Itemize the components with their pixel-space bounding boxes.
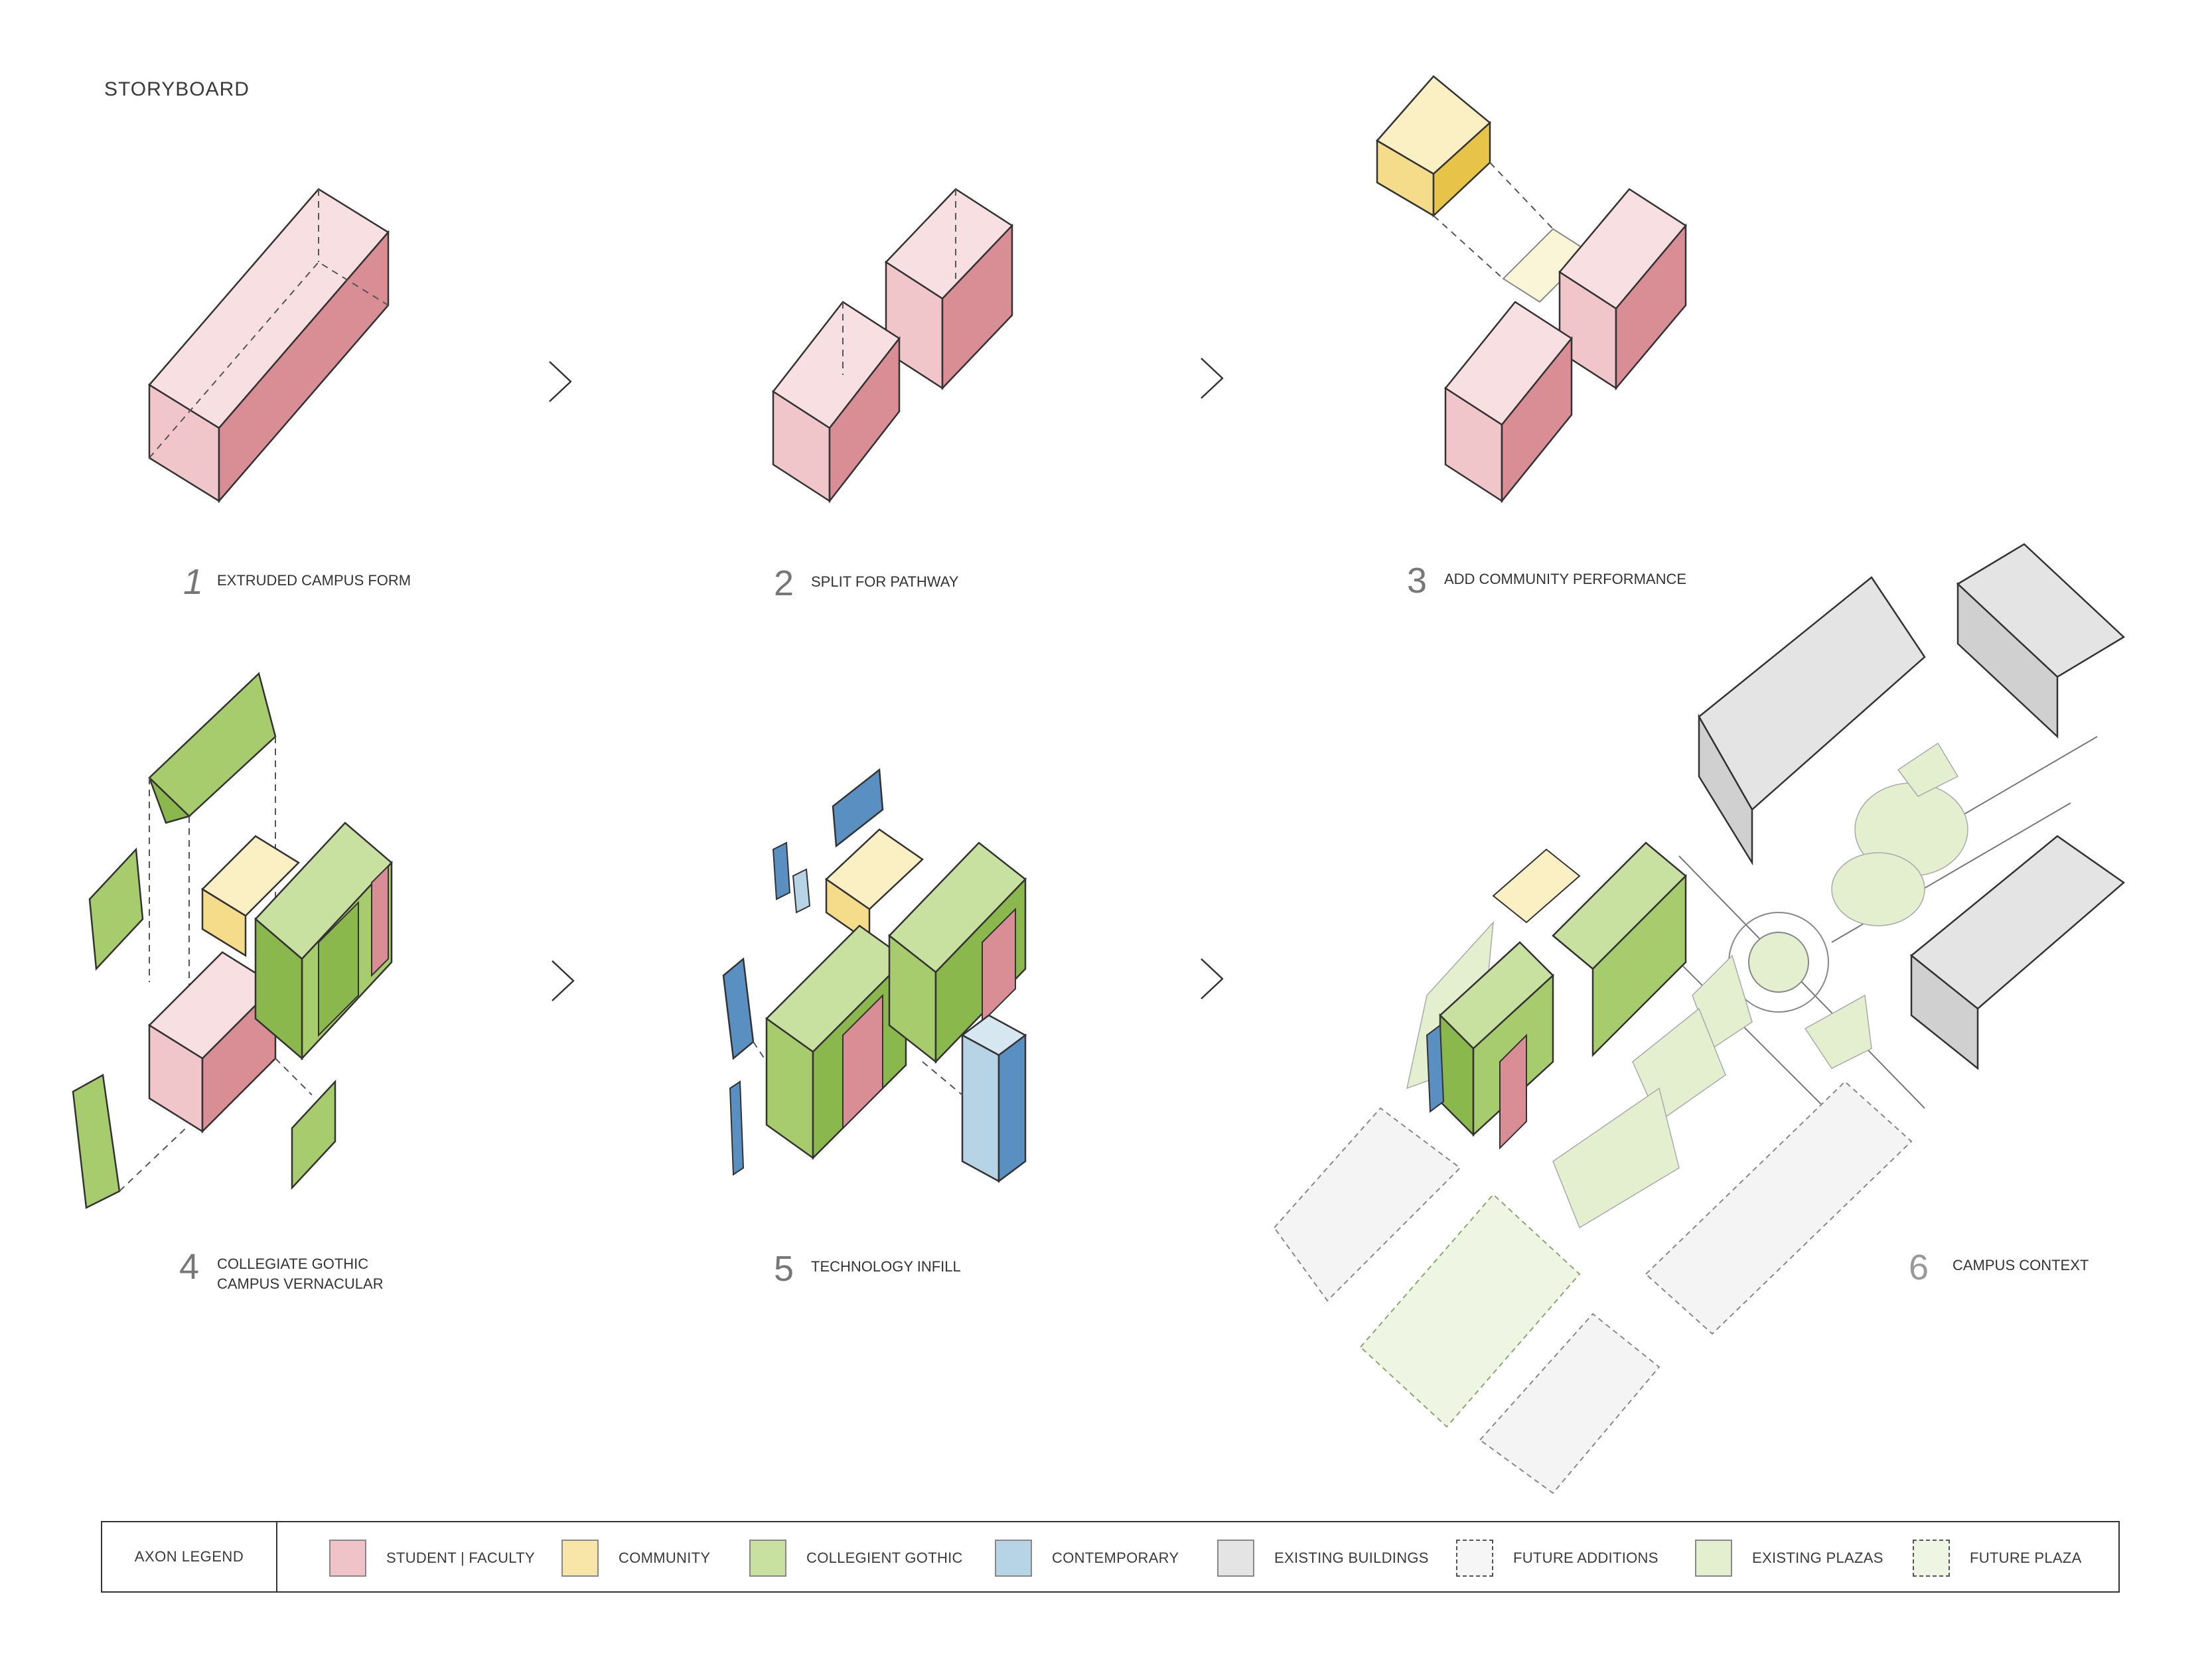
legend-label: COLLEGIENT GOTHIC [806, 1550, 963, 1566]
page-title: STORYBOARD [104, 78, 250, 100]
collegiate-gothic-axon [72, 672, 393, 1209]
legend-item-existing-plazas: EXISTING PLAZAS [1695, 1540, 1883, 1577]
step-1-label: EXTRUDED CAMPUS FORM [217, 572, 411, 589]
legend-item-existing-buildings: EXISTING BUILDINGS [1217, 1540, 1429, 1577]
swatch-dashed-grey-icon [1456, 1540, 1493, 1577]
legend-item-student-faculty: STUDENT | FACULTY [329, 1540, 535, 1577]
legend-item-gothic: COLLEGIENT GOTHIC [749, 1540, 963, 1577]
step-4-label-line2: CAMPUS VERNACULAR [217, 1275, 384, 1292]
step-4-number: 4 [179, 1247, 199, 1287]
swatch-yellow-icon [561, 1540, 599, 1577]
step-6-number: 6 [1909, 1248, 1929, 1287]
swatch-light-green-icon [1695, 1540, 1732, 1577]
swatch-grey-icon [1217, 1540, 1254, 1577]
legend-title: AXON LEGEND [102, 1522, 277, 1591]
legend-label: CONTEMPORARY [1052, 1550, 1179, 1566]
step-5-label: TECHNOLOGY INFILL [811, 1258, 961, 1275]
campus-context-axon [1273, 543, 2126, 1494]
step-4-label: COLLEGIATE GOTHIC [217, 1256, 368, 1272]
swatch-green-icon [749, 1540, 786, 1577]
arrow-4 [552, 960, 575, 1001]
step-5-number: 5 [774, 1249, 794, 1289]
step-3-number: 3 [1407, 561, 1427, 601]
legend-item-contemporary: CONTEMPORARY [995, 1540, 1179, 1577]
swatch-dashed-green-icon [1913, 1540, 1950, 1577]
arrow-2 [1201, 358, 1224, 399]
community-performance-axon [1376, 75, 1687, 504]
step-1-number: 1 [183, 562, 203, 602]
extruded-campus-form-axon [148, 188, 390, 504]
legend-item-community: COMMUNITY [561, 1540, 711, 1577]
legend-label: COMMUNITY [619, 1550, 711, 1566]
legend-item-future-additions: FUTURE ADDITIONS [1456, 1540, 1659, 1577]
legend-item-future-plaza: FUTURE PLAZA [1913, 1540, 2082, 1577]
step-labels: 1 EXTRUDED CAMPUS FORM 2 SPLIT FOR PATHW… [179, 561, 2089, 1292]
swatch-pink-icon [329, 1540, 366, 1577]
technology-infill-axon [722, 768, 1027, 1183]
step-6-label: CAMPUS CONTEXT [1953, 1257, 2089, 1273]
legend-label: EXISTING BUILDINGS [1274, 1550, 1429, 1566]
legend-label: EXISTING PLAZAS [1752, 1550, 1883, 1566]
step-2-label: SPLIT FOR PATHWAY [811, 573, 959, 590]
axon-legend: AXON LEGEND STUDENT | FACULTY COMMUNITY … [101, 1521, 2120, 1593]
swatch-blue-icon [995, 1540, 1032, 1577]
legend-label: FUTURE PLAZA [1970, 1550, 2082, 1566]
future-plaza [1359, 1193, 1581, 1428]
arrow-1 [549, 361, 572, 402]
existing-plazas [1406, 742, 1968, 1229]
split-for-pathway-axon [772, 188, 1013, 504]
future-additions [1273, 1080, 1913, 1494]
legend-label: STUDENT | FACULTY [386, 1550, 535, 1566]
existing-buildings [1698, 543, 2126, 1070]
step-3-label: ADD COMMUNITY PERFORMANCE [1444, 571, 1686, 587]
step-2-number: 2 [774, 563, 794, 603]
legend-label: FUTURE ADDITIONS [1513, 1550, 1659, 1566]
arrow-5 [1201, 958, 1224, 999]
